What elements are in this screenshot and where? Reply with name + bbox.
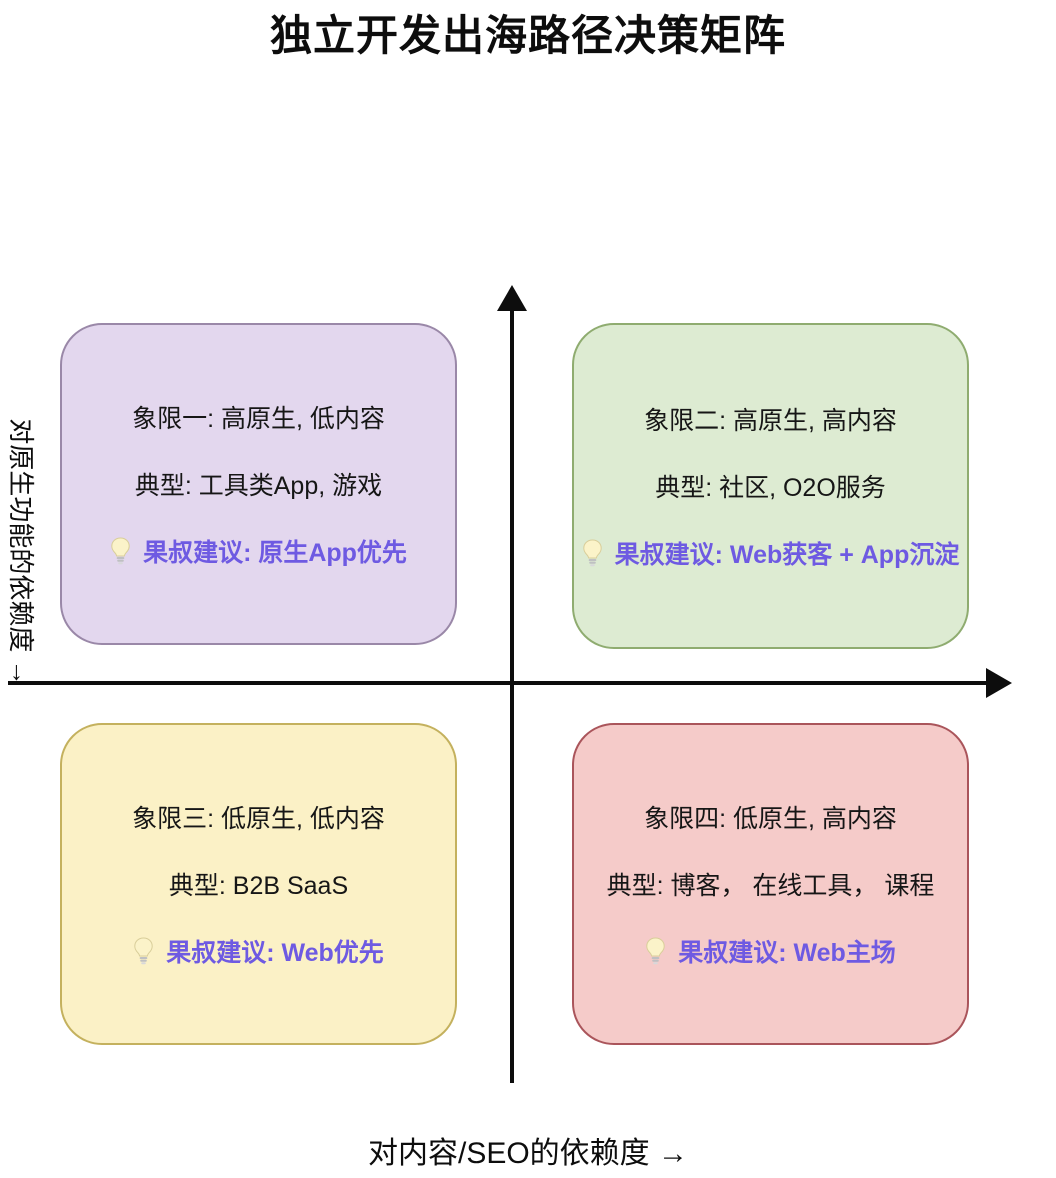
diagram-title: 独立开发出海路径决策矩阵 — [269, 12, 786, 59]
lightbulb-icon — [111, 537, 130, 565]
quadrant-1-title: 象限一: 高原生, 低内容 — [132, 405, 385, 433]
quadrant-1-advice: 果叔建议: 原生App优先 — [110, 533, 407, 569]
quadrant-2-box: 象限二: 高原生, 高内容 典型: 社区, O2O服务 果叔建议: Web获客 … — [572, 323, 969, 649]
quadrant-4-advice-text: 果叔建议: Web主场 — [678, 939, 896, 967]
x-axis-label: 对内容/SEO的依赖度 → — [367, 1137, 689, 1170]
quadrant-1-box: 象限一: 高原生, 低内容 典型: 工具类App, 游戏 果叔建议: 原生App… — [60, 323, 457, 645]
quadrant-4-typical: 典型: 博客， 在线工具， 课程 — [606, 872, 935, 900]
quadrant-2-title: 象限二: 高原生, 高内容 — [644, 407, 897, 435]
quadrant-1-typical: 典型: 工具类App, 游戏 — [134, 472, 383, 500]
quadrant-2-advice-text: 果叔建议: Web获客 + App沉淀 — [614, 541, 960, 569]
lightbulb-icon — [582, 539, 602, 567]
x-axis-line — [8, 681, 990, 685]
quadrant-3-typical: 典型: B2B SaaS — [168, 872, 349, 900]
quadrant-2-advice: 果叔建议: Web获客 + App沉淀 — [582, 535, 960, 571]
y-axis-label: 对原生功能的依赖度 → — [6, 418, 36, 686]
lightbulb-icon — [134, 937, 153, 965]
quadrant-2-typical: 典型: 社区, O2O服务 — [655, 474, 886, 502]
y-axis-line — [510, 305, 514, 1083]
quadrant-3-advice-text: 果叔建议: Web优先 — [166, 939, 384, 967]
quadrant-1-advice-text: 果叔建议: 原生App优先 — [143, 539, 407, 567]
quadrant-3-advice: 果叔建议: Web优先 — [133, 933, 384, 969]
quadrant-4-box: 象限四: 低原生, 高内容 典型: 博客， 在线工具， 课程 果叔建议: Web… — [572, 723, 969, 1045]
quadrant-4-title: 象限四: 低原生, 高内容 — [644, 805, 897, 833]
lightbulb-icon — [646, 937, 665, 965]
quadrant-3-title: 象限三: 低原生, 低内容 — [132, 805, 385, 833]
quadrant-4-advice: 果叔建议: Web主场 — [645, 933, 896, 969]
quadrant-3-box: 象限三: 低原生, 低内容 典型: B2B SaaS 果叔建议: Web优先 — [60, 723, 457, 1045]
y-axis-arrowhead-icon — [497, 285, 527, 311]
x-axis-arrowhead-icon — [986, 668, 1012, 698]
